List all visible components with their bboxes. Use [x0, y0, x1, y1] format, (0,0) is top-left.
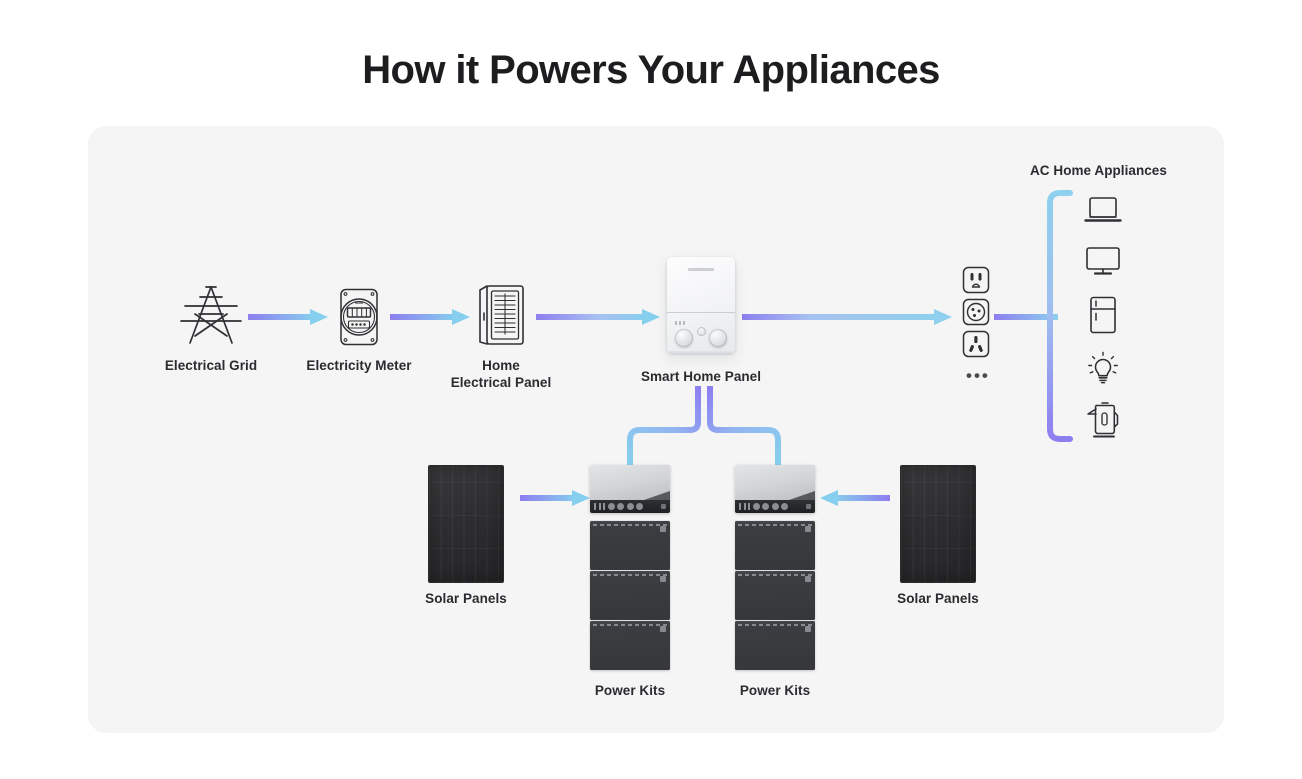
inverter-port [771, 502, 779, 510]
battery-module [735, 619, 815, 670]
power-kit-stack-right [735, 465, 815, 670]
arrow-solar-right-to-power-kit [820, 490, 890, 506]
arrow-meter-to-home-panel [390, 309, 470, 325]
inverter-port [748, 502, 750, 510]
smart-panel-logo [688, 268, 714, 271]
inverter-indicator [806, 503, 811, 509]
arrow-home-panel-to-smart-panel [536, 309, 660, 325]
connector-smart-panel-to-power-kits [627, 386, 781, 468]
smart-panel-seam [667, 312, 735, 313]
outlet-type-f-icon [962, 298, 990, 326]
light-bulb-icon [1086, 351, 1120, 385]
laptop-icon [1084, 196, 1122, 226]
label-power-kits-left: Power Kits [594, 683, 666, 698]
battery-module [735, 519, 815, 570]
battery-cap [735, 519, 815, 521]
smart-panel-knob-left[interactable] [675, 329, 693, 347]
smart-panel-indicator [696, 327, 706, 336]
connector-appliance-bracket [1047, 190, 1073, 442]
breaker-panel-icon [474, 285, 528, 347]
inverter-shell [590, 465, 670, 500]
inverter-port [607, 502, 615, 510]
inverter-port [743, 502, 746, 510]
inverter-port [739, 502, 741, 510]
transmission-tower-icon [178, 284, 244, 346]
power-kit-stack-left [590, 465, 670, 670]
solar-panel-image-left [428, 465, 504, 583]
battery-cap [735, 569, 815, 571]
battery-module [590, 619, 670, 670]
power-kit-inverter [735, 465, 815, 513]
outlets-more-indicator: ••• [966, 366, 990, 385]
page-title: How it Powers Your Appliances [362, 48, 940, 92]
outlet-type-i-icon [962, 330, 990, 358]
inverter-port [617, 502, 624, 510]
arrow-grid-to-meter [248, 309, 328, 325]
solar-panel-image-right [900, 465, 976, 583]
electricity-meter-icon [334, 288, 384, 346]
inverter-port [603, 502, 605, 510]
label-electrical-grid: Electrical Grid [164, 358, 258, 373]
arrow-outlets-to-appliance-bracket [994, 314, 1058, 320]
smart-panel-vents [675, 321, 685, 325]
label-home-electrical-panel: Home Electrical Panel [450, 358, 552, 390]
inverter-port [762, 502, 769, 510]
power-kit-inverter [590, 465, 670, 513]
inverter-port-strip [590, 499, 670, 513]
inverter-port [598, 502, 601, 510]
television-icon [1084, 246, 1122, 276]
outlet-type-b-icon [962, 266, 990, 294]
inverter-shell [735, 465, 815, 500]
battery-cap [590, 519, 670, 521]
battery-module [590, 569, 670, 620]
inverter-port [626, 502, 634, 510]
label-smart-home-panel: Smart Home Panel [640, 369, 762, 384]
smart-home-panel-device [667, 257, 735, 355]
battery-module [735, 569, 815, 620]
label-power-kits-right: Power Kits [739, 683, 811, 698]
smart-panel-base [669, 351, 733, 355]
inverter-port [636, 502, 643, 510]
label-ac-home-appliances: AC Home Appliances [1030, 163, 1167, 178]
electric-kettle-icon [1086, 401, 1120, 439]
label-solar-panels-right: Solar Panels [897, 591, 979, 606]
battery-cap [590, 619, 670, 621]
battery-cap [590, 569, 670, 571]
inverter-port [752, 502, 760, 510]
battery-module [590, 519, 670, 570]
arrow-smart-panel-to-outlets [742, 309, 952, 325]
inverter-port [781, 502, 788, 510]
inverter-port [594, 502, 596, 510]
arrow-solar-left-to-power-kit [520, 490, 590, 506]
refrigerator-icon [1088, 296, 1118, 334]
smart-panel-knob-right[interactable] [709, 329, 727, 347]
inverter-indicator [661, 503, 666, 509]
inverter-port-strip [735, 499, 815, 513]
battery-cap [735, 619, 815, 621]
label-solar-panels-left: Solar Panels [425, 591, 507, 606]
label-electricity-meter: Electricity Meter [306, 358, 412, 373]
